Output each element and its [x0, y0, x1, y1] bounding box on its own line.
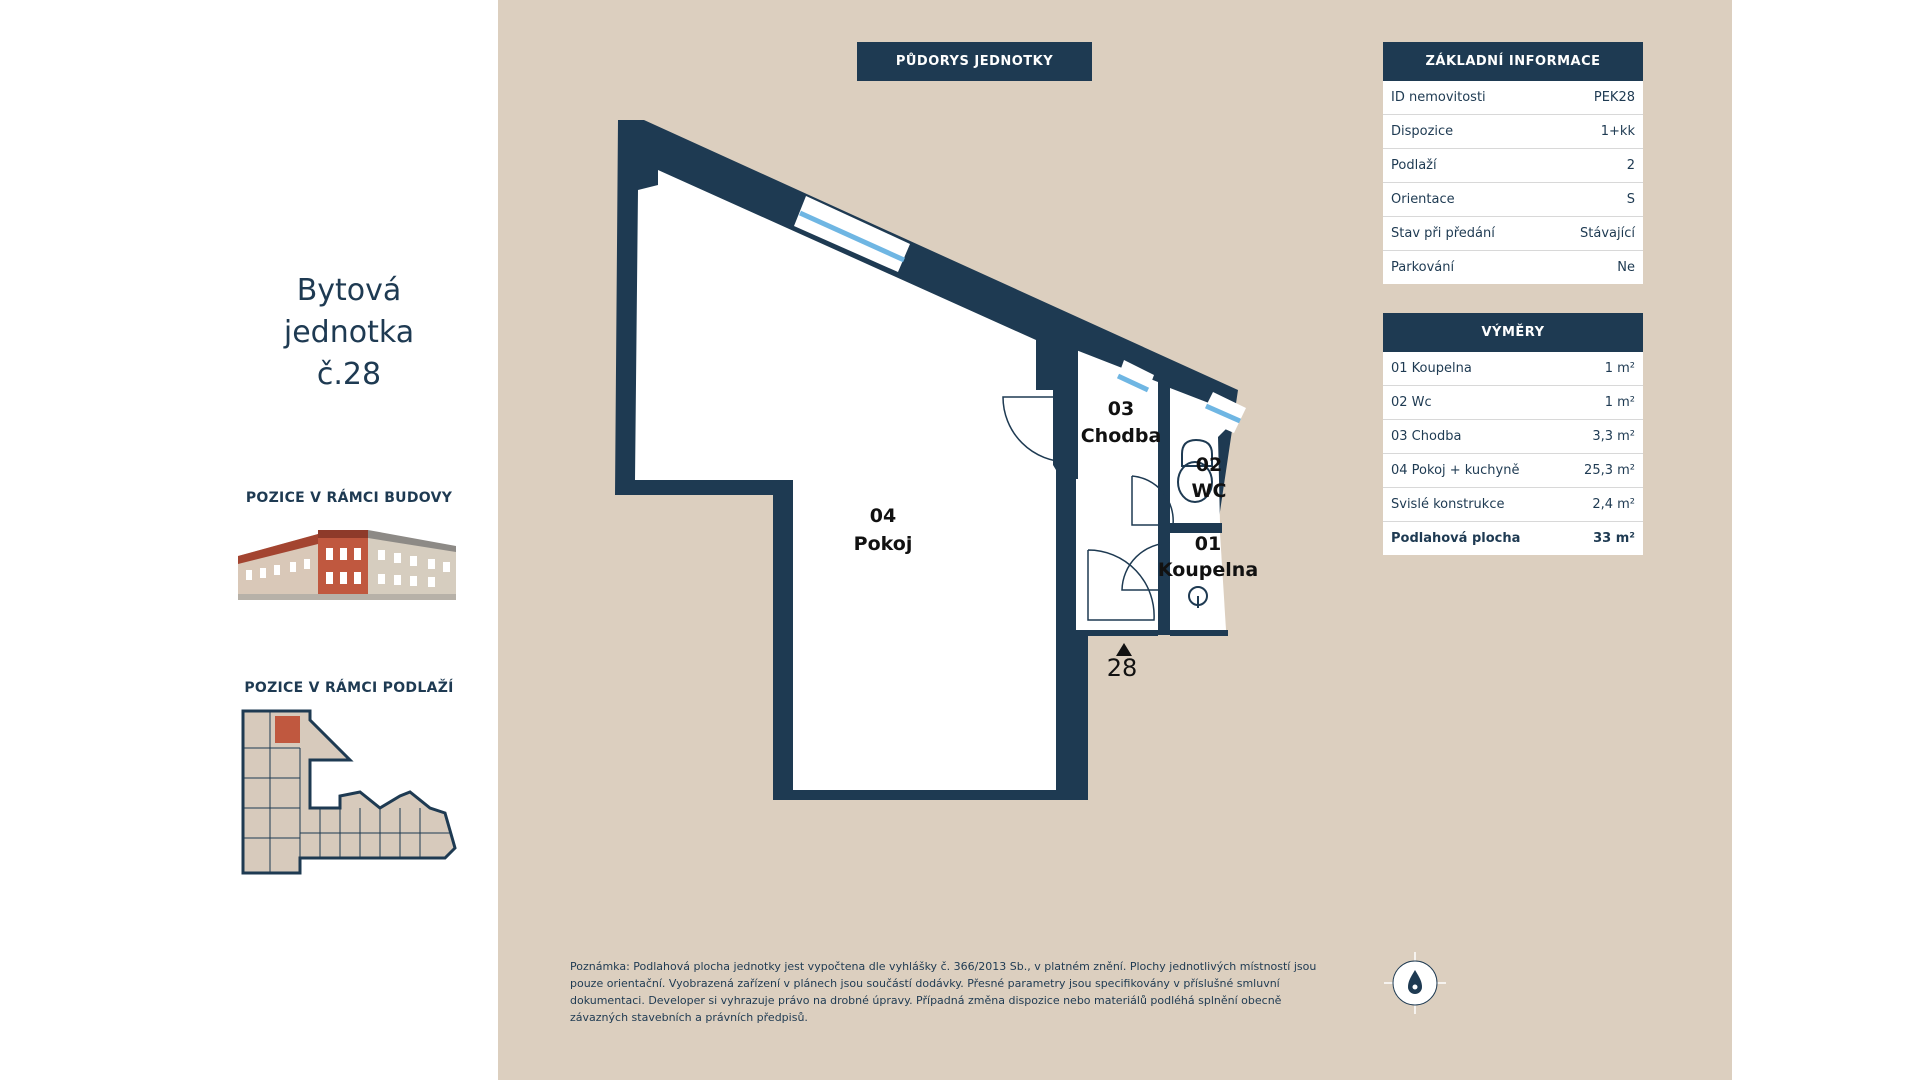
- fixtures: [1177, 438, 1213, 608]
- info-row-id: ID nemovitosti PEK28: [1383, 81, 1643, 115]
- area-value: 2,4 m²: [1592, 497, 1635, 512]
- floor-thumbnail: [241, 709, 457, 875]
- unit-title-line3: č.28: [316, 357, 382, 392]
- area-row-konstrukce: Svislé konstrukce 2,4 m²: [1383, 488, 1643, 522]
- info-label: Orientace: [1391, 192, 1455, 207]
- area-label: 02 Wc: [1391, 395, 1432, 410]
- info-row-orientace: Orientace S: [1383, 183, 1643, 217]
- area-row-koupelna: 01 Koupelna 1 m²: [1383, 352, 1643, 386]
- info-value: Stávající: [1580, 226, 1635, 241]
- area-row-pokoj: 04 Pokoj + kuchyně 25,3 m²: [1383, 454, 1643, 488]
- info-row-parkovani: Parkování Ne: [1383, 251, 1643, 284]
- unit-title-line1: Bytová: [296, 273, 402, 308]
- area-row-chodba: 03 Chodba 3,3 m²: [1383, 420, 1643, 454]
- info-value: PEK28: [1593, 90, 1635, 105]
- building-roof-left: [238, 534, 318, 564]
- room-03-name: Chodba: [1081, 425, 1162, 447]
- plan-title: PŮDORYS JEDNOTKY: [857, 42, 1092, 81]
- basic-info-table: ZÁKLADNÍ INFORMACE ID nemovitosti PEK28 D…: [1383, 42, 1643, 284]
- floor-plan-drawing: 04 Pokoj 03 Chodba 02 WC 01 Koupelna 28: [615, 120, 1258, 800]
- window-corridor-glass: [1116, 373, 1150, 393]
- floor-outline: [241, 709, 457, 875]
- door-pokoj: [1002, 396, 1069, 463]
- floor-plan: 04 Pokoj 03 Chodba 02 WC 01 Koupelna 28: [615, 120, 1258, 800]
- unit-title: Bytová jednotka č.28: [0, 270, 698, 396]
- floor-inner-walls: [243, 711, 450, 873]
- window-pokoj-glass: [798, 210, 906, 263]
- wall-pokoj-corridor: [1066, 350, 1078, 475]
- info-label: Stav při předání: [1391, 226, 1495, 241]
- room-01-name: Koupelna: [1158, 559, 1258, 581]
- info-label: ID nemovitosti: [1391, 90, 1486, 105]
- building-roof-right: [368, 530, 456, 552]
- entrance-number: 28: [1107, 654, 1138, 682]
- compass-icon: [1384, 952, 1446, 1014]
- building-thumbnail: [238, 530, 456, 600]
- areas-title: VÝMĚRY: [1383, 313, 1643, 352]
- area-label: Svislé konstrukce: [1391, 497, 1505, 512]
- door-wc: [1131, 475, 1174, 526]
- building-position-heading: POZICE V RÁMCI BUDOVY: [245, 490, 453, 506]
- info-label: Parkování: [1391, 260, 1455, 275]
- door-bath: [1121, 542, 1171, 591]
- building-windows: [246, 548, 450, 587]
- room-01-floor: [1170, 533, 1226, 632]
- area-row-total: Podlahová plocha 33 m²: [1383, 522, 1643, 555]
- info-value: 2: [1626, 158, 1635, 173]
- area-value: 25,3 m²: [1584, 463, 1635, 478]
- area-value: 1 m²: [1604, 395, 1635, 410]
- toilet-tank: [1181, 438, 1213, 467]
- area-label: 03 Chodba: [1391, 429, 1462, 444]
- building-ground: [238, 594, 456, 600]
- footnote: Poznámka: Podlahová plocha jednotky jest…: [570, 960, 1317, 1024]
- area-value: 1 m²: [1604, 361, 1635, 376]
- entrance-arrow-icon: [1116, 643, 1132, 656]
- area-total-value: 33 m²: [1593, 531, 1635, 546]
- room-04-name: Pokoj: [854, 533, 913, 555]
- wall-bath-bottom: [1170, 630, 1228, 636]
- window-wc-glass: [1204, 403, 1242, 424]
- right-margin: [1732, 0, 1920, 1080]
- wall-door-jamb: [1064, 475, 1078, 479]
- doors: [1002, 396, 1174, 621]
- area-row-wc: 02 Wc 1 m²: [1383, 386, 1643, 420]
- toilet-bowl: [1177, 461, 1213, 503]
- unit-title-line2: jednotka: [283, 315, 415, 350]
- info-label: Dispozice: [1391, 124, 1454, 139]
- info-value: Ne: [1617, 260, 1635, 275]
- info-row-podlazi: Podlaží 2: [1383, 149, 1643, 183]
- wall-wc-bath: [1170, 523, 1222, 533]
- room-labels: 04 Pokoj 03 Chodba 02 WC 01 Koupelna: [854, 398, 1259, 581]
- area-label: 01 Koupelna: [1391, 361, 1472, 376]
- info-value: 1+kk: [1600, 124, 1635, 139]
- room-02-number: 02: [1196, 454, 1222, 476]
- areas-table: VÝMĚRY 01 Koupelna 1 m² 02 Wc 1 m² 03 Chod…: [1383, 313, 1643, 555]
- wall-corridor-wc: [1158, 380, 1170, 635]
- info-row-stav: Stav při předání Stávající: [1383, 217, 1643, 251]
- basic-info-title: ZÁKLADNÍ INFORMACE: [1383, 42, 1643, 81]
- room-03-floor: [1076, 350, 1158, 630]
- windows: [794, 196, 1246, 433]
- room-01-number: 01: [1195, 533, 1221, 555]
- room-04-number: 04: [870, 505, 896, 527]
- area-total-label: Podlahová plocha: [1391, 531, 1521, 546]
- building-unit-highlight: [318, 534, 368, 594]
- building-roof-highlight: [318, 530, 368, 538]
- door-entrance: [1087, 549, 1155, 621]
- floor-position-heading: POZICE V RÁMCI PODLAŽÍ: [244, 680, 454, 696]
- room-04-floor: [635, 170, 1056, 790]
- area-label: 04 Pokoj + kuchyně: [1391, 463, 1520, 478]
- wall-entrance-bottom: [1076, 630, 1158, 636]
- area-value: 3,3 m²: [1592, 429, 1635, 444]
- floor-unit-highlight: [275, 716, 300, 743]
- room-03-number: 03: [1108, 398, 1134, 420]
- room-02-name: WC: [1192, 480, 1227, 502]
- info-value: S: [1626, 192, 1635, 207]
- info-row-dispozice: Dispozice 1+kk: [1383, 115, 1643, 149]
- info-label: Podlaží: [1391, 158, 1437, 173]
